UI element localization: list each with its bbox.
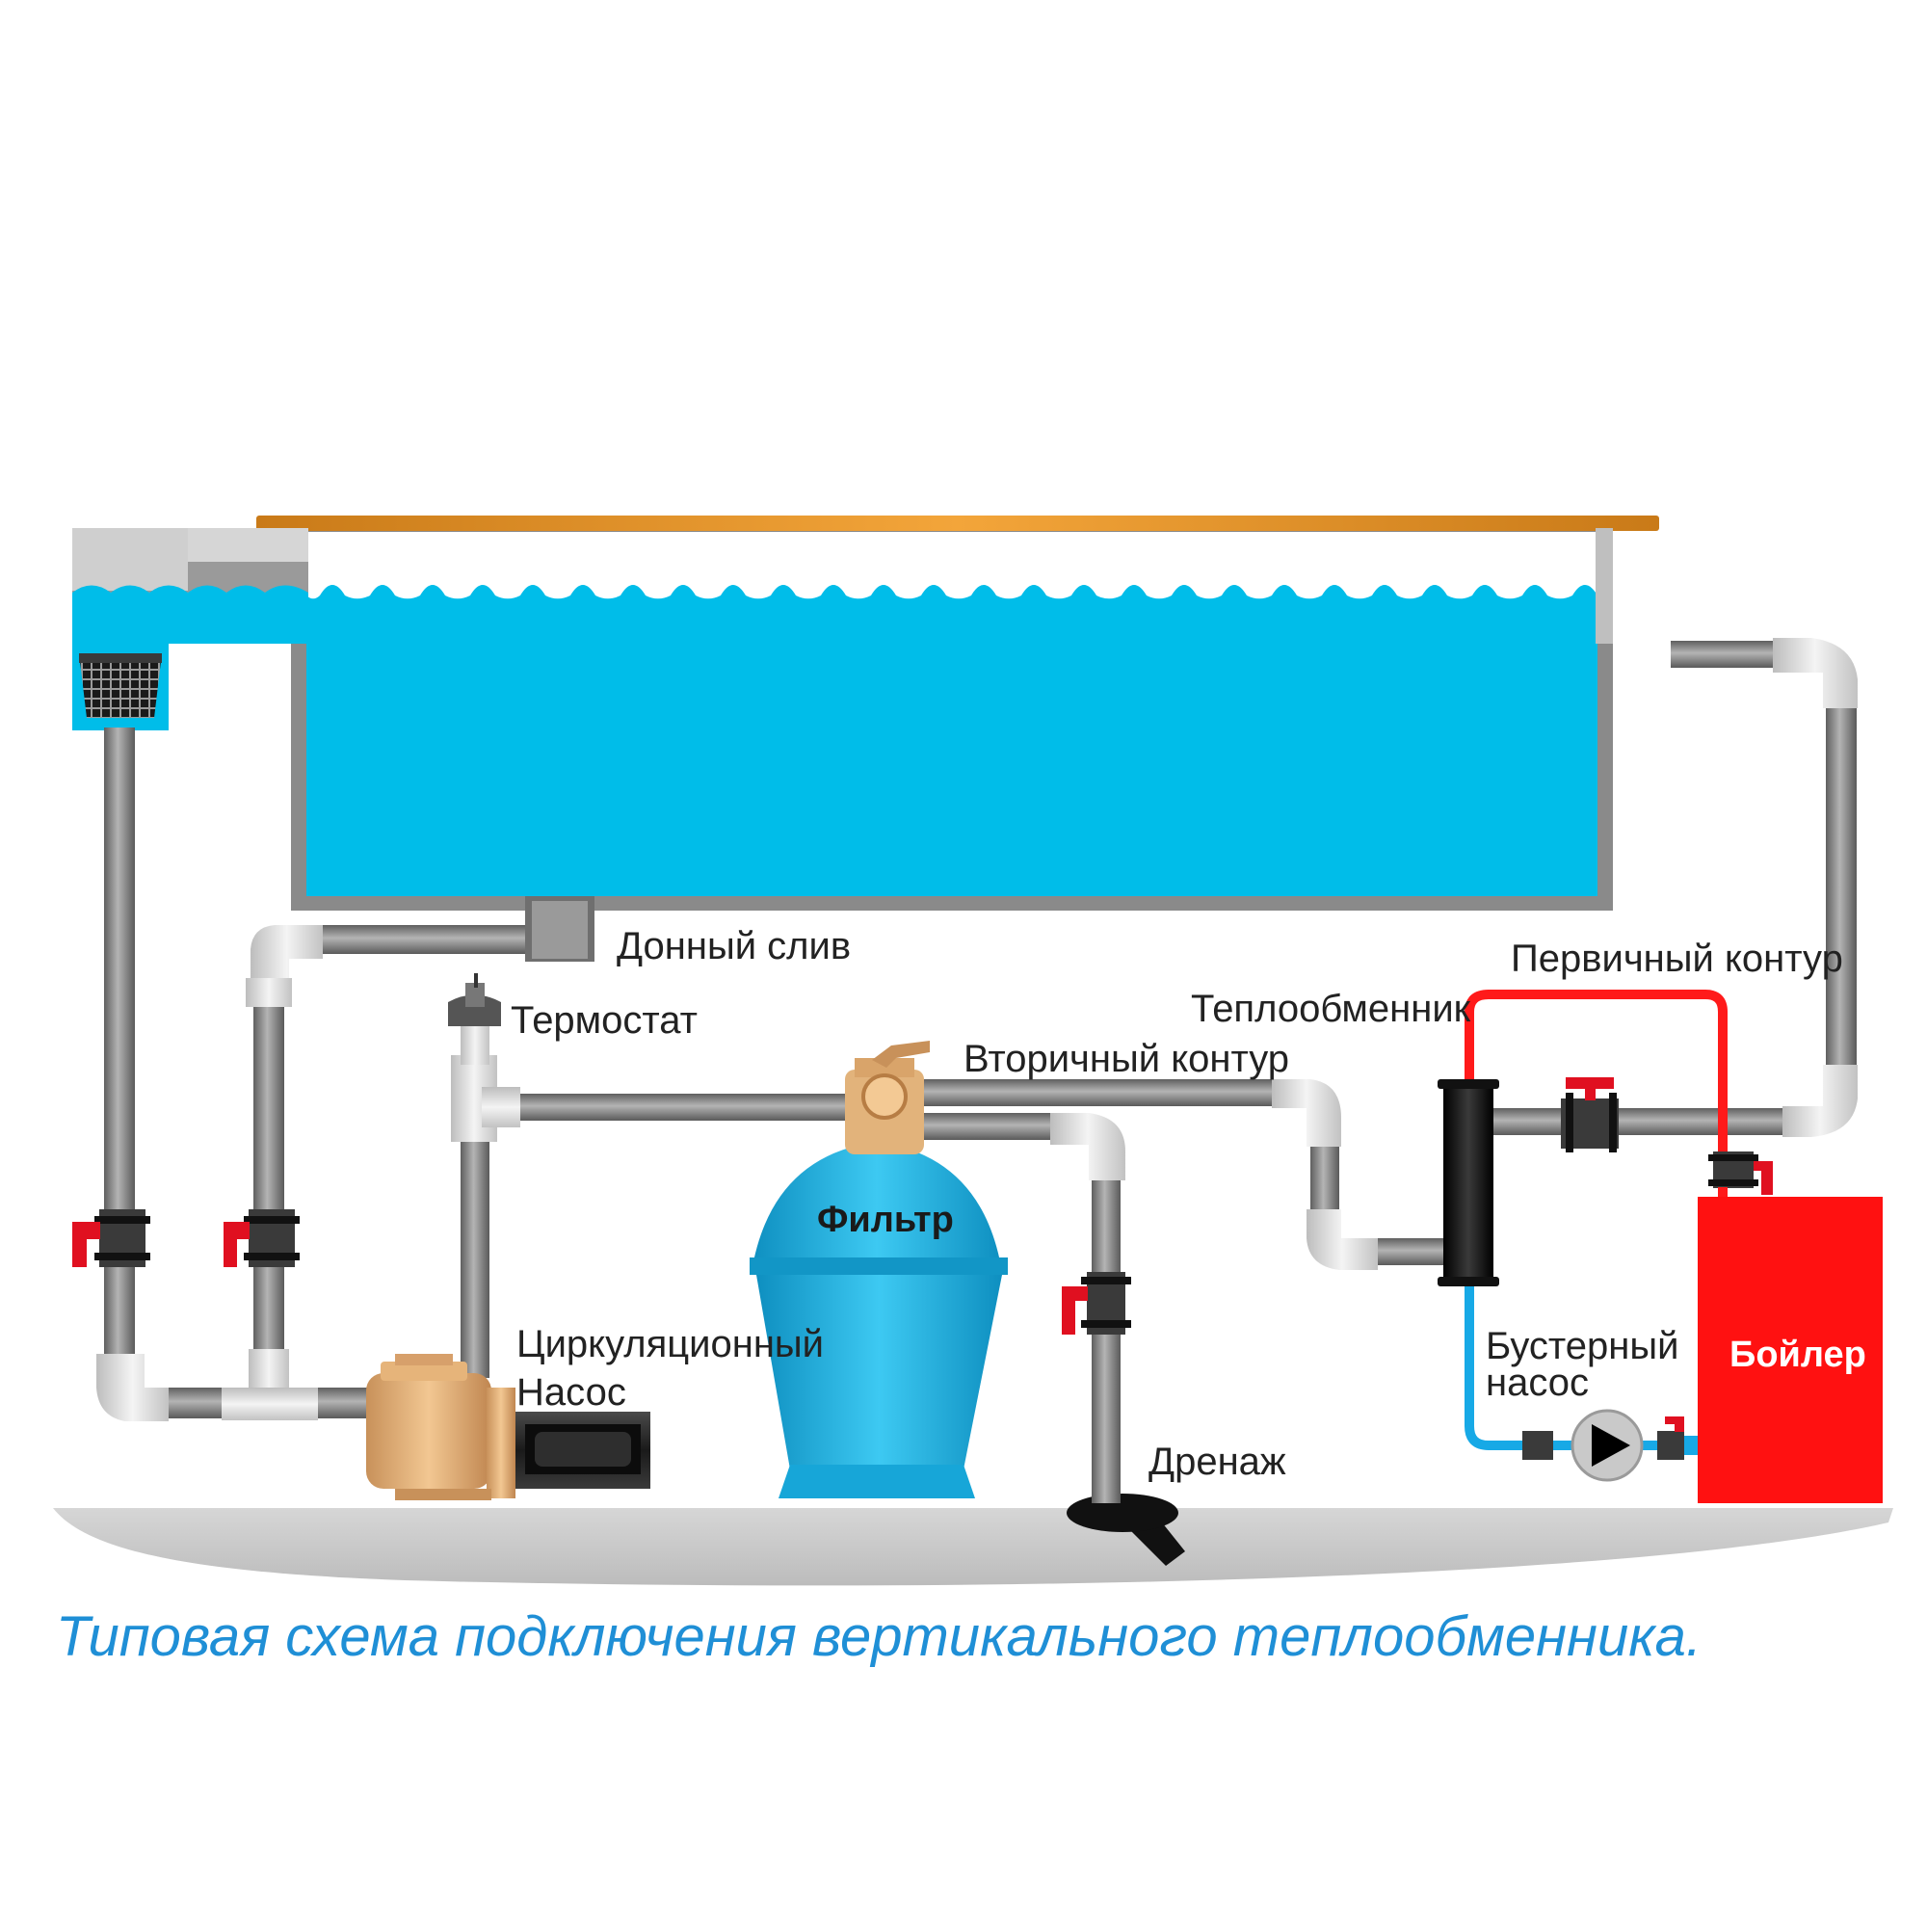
label-secondary-circuit: Вторичный контур	[964, 1038, 1289, 1080]
skimmer	[72, 528, 308, 730]
valve-drain[interactable]	[1062, 1272, 1131, 1335]
circulation-pump	[366, 1354, 650, 1500]
label-booster-pump-2: насос	[1486, 1362, 1589, 1404]
label-circulation-pump-1: Циркуляционный	[516, 1323, 824, 1365]
label-heat-exchanger: Теплообменник	[1191, 988, 1471, 1030]
valve-skimmer[interactable]	[72, 1209, 150, 1267]
label-circulation-pump-2: Насос	[516, 1371, 626, 1414]
label-booster-pump-1: Бустерный	[1486, 1325, 1678, 1367]
pipe-network	[104, 641, 1857, 1503]
label-bottom-drain: Донный слив	[617, 925, 851, 967]
label-primary-circuit: Первичный контур	[1511, 938, 1843, 980]
thermostat	[448, 973, 501, 1065]
valve-return[interactable]	[1561, 1077, 1619, 1152]
pipe-fittings	[96, 638, 1858, 1421]
valve-primary-hot[interactable]	[1708, 1151, 1773, 1195]
label-boiler: Бойлер	[1729, 1335, 1866, 1375]
label-filter: Фильтр	[817, 1200, 954, 1240]
filter	[750, 1041, 1008, 1498]
label-thermostat: Термостат	[511, 999, 698, 1042]
pool-tank	[256, 516, 1671, 911]
heat-exchanger	[1438, 1079, 1499, 1286]
label-drain: Дренаж	[1148, 1441, 1286, 1483]
ground	[53, 1508, 1893, 1586]
valve-main-drain[interactable]	[224, 1209, 300, 1267]
bottom-drain	[525, 896, 594, 962]
booster-pump	[1571, 1409, 1644, 1482]
caption: Типовая схема подключения вертикального …	[56, 1605, 1702, 1668]
boiler	[1698, 1197, 1883, 1503]
